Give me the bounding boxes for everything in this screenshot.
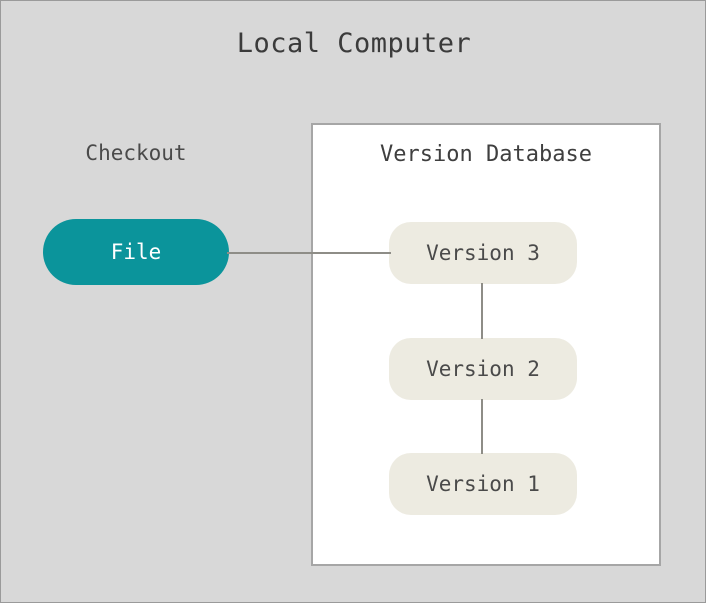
version-node-1[interactable]: Version 1	[389, 453, 577, 515]
page-title: Local Computer	[236, 28, 472, 59]
file-node[interactable]: File	[43, 219, 229, 285]
version-node-3-label: Version 3	[426, 241, 540, 265]
version-node-2-label: Version 2	[426, 357, 540, 381]
checkout-label: Checkout	[85, 141, 187, 165]
file-node-label: File	[110, 240, 162, 264]
version-database-title: Version Database	[380, 142, 592, 167]
connector-version-2-to-version-1	[481, 399, 483, 454]
connector-version-3-to-version-2	[481, 283, 483, 339]
connector-file-to-version-3	[227, 252, 391, 254]
version-node-3[interactable]: Version 3	[389, 222, 577, 284]
version-node-1-label: Version 1	[426, 472, 540, 496]
version-node-2[interactable]: Version 2	[389, 338, 577, 400]
